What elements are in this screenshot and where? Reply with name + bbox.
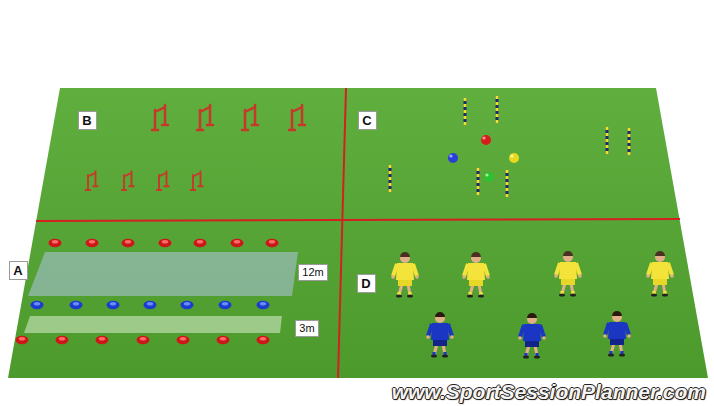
- zone-label: D: [357, 274, 376, 293]
- zone-letter: D: [361, 277, 370, 290]
- zone-label: A: [9, 261, 28, 280]
- zone-label: 12m: [298, 264, 328, 281]
- divider-line: [36, 219, 680, 221]
- field: [8, 88, 708, 378]
- zone-letter: 3m: [299, 323, 314, 334]
- zone-label: C: [358, 111, 377, 130]
- divider-line: [338, 88, 346, 378]
- zone-label: B: [78, 111, 97, 130]
- poles: [390, 96, 629, 197]
- zone-shade: [24, 316, 282, 333]
- balls: [448, 135, 519, 182]
- zone-label: 3m: [295, 320, 319, 337]
- cones: [16, 239, 279, 344]
- zone-letter: 12m: [302, 267, 323, 278]
- players: [391, 251, 674, 359]
- zone-letter: A: [13, 264, 22, 277]
- zone-letter: B: [82, 114, 91, 127]
- hurdles: [86, 105, 305, 190]
- zone-shade: [28, 252, 298, 296]
- watermark: www.SportSessionPlanner.com: [392, 380, 706, 404]
- zone-letter: C: [362, 114, 371, 127]
